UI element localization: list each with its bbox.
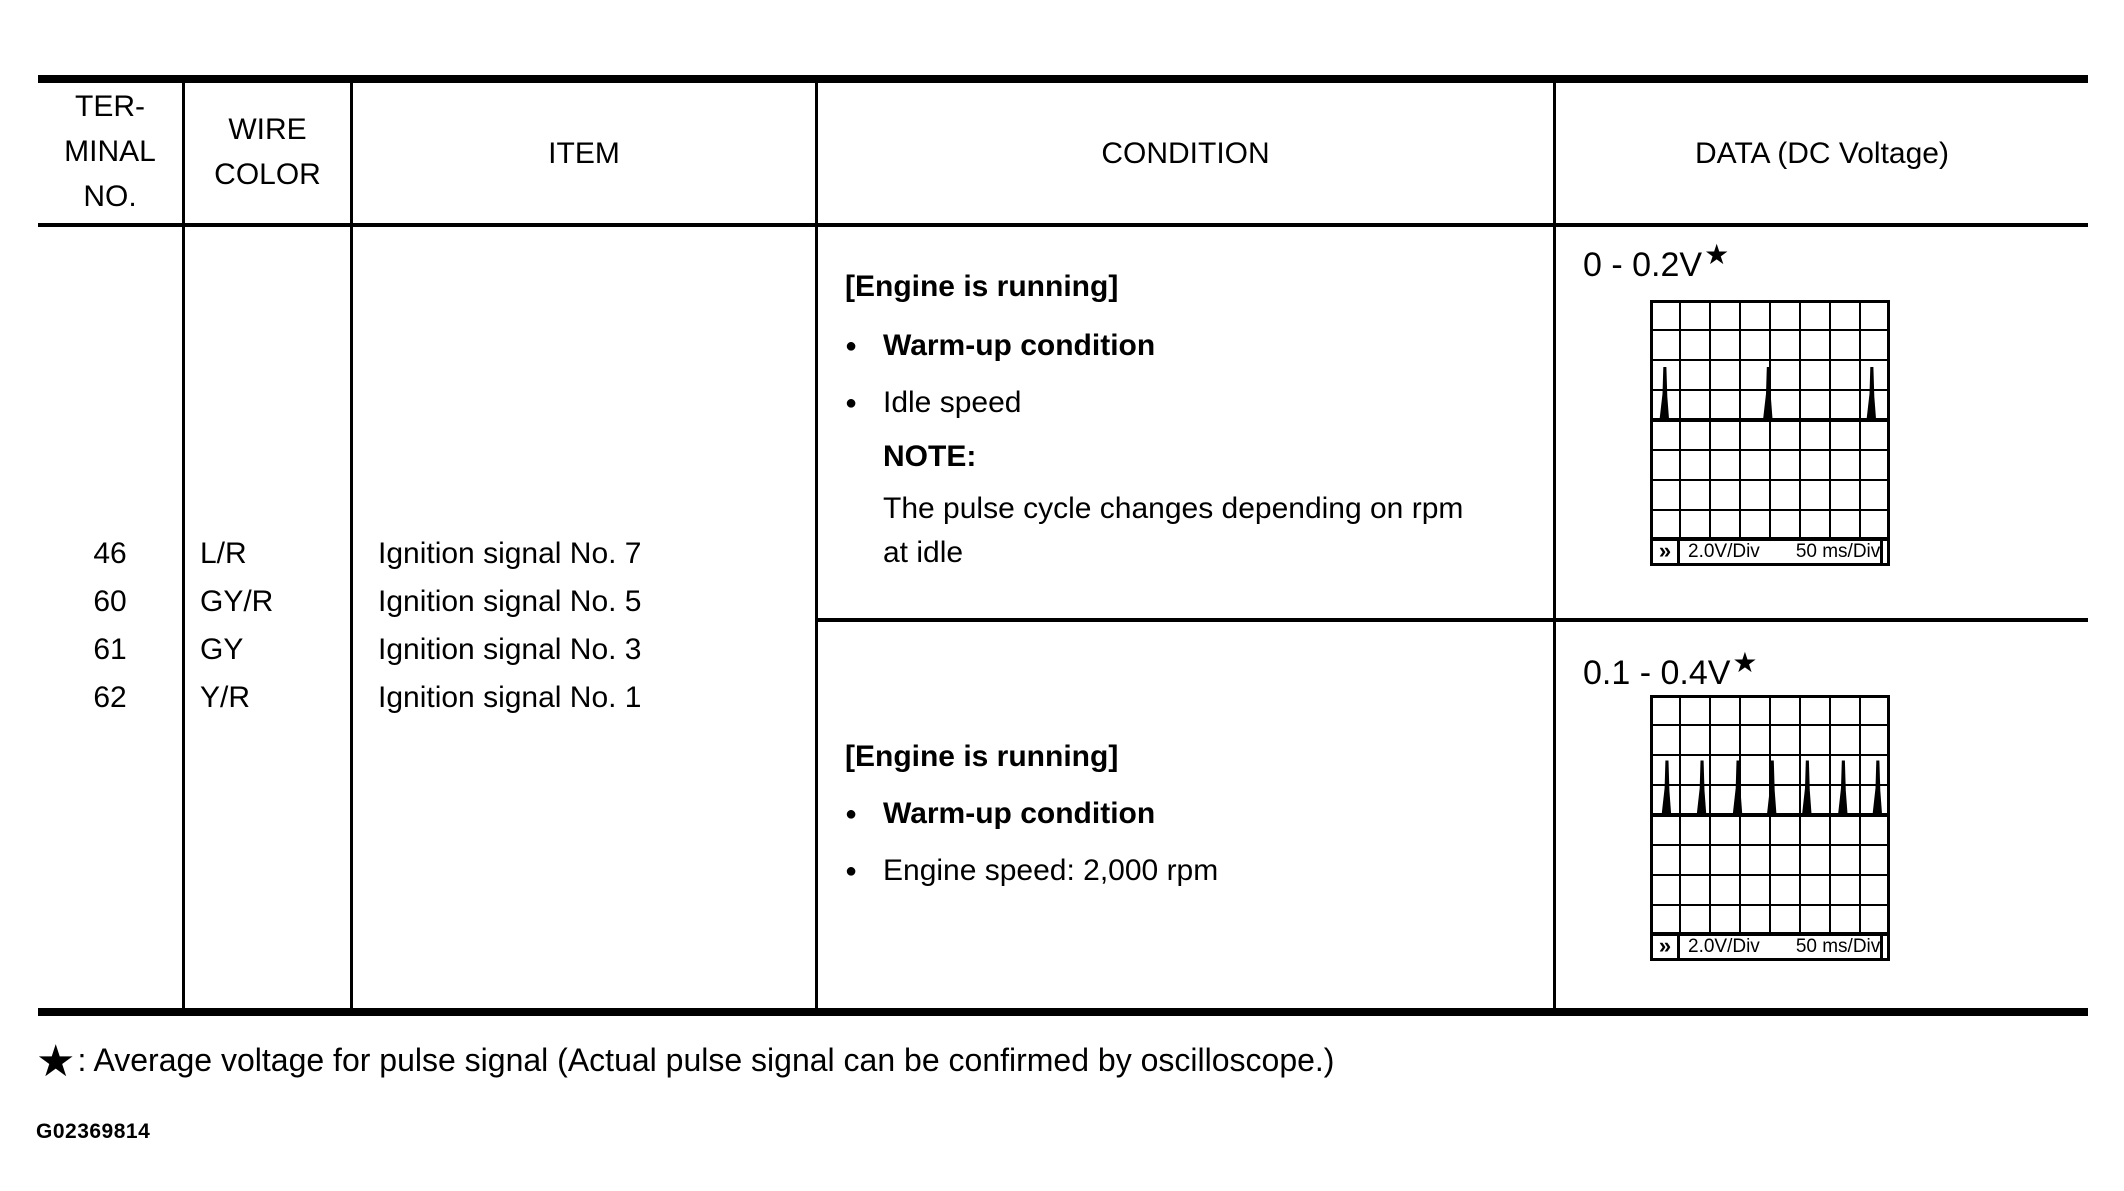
condition2-bullet-2: ● Engine speed: 2,000 rpm — [845, 854, 1218, 888]
terminal-numbers: 46 60 61 62 — [93, 537, 127, 714]
star-icon: ★ — [1732, 647, 1758, 678]
footnote-text: : Average voltage for pulse signal (Actu… — [77, 1042, 1335, 1078]
fast-forward-icon: » — [1653, 540, 1680, 563]
scope1-volts-per-div: 2.0V/Div — [1688, 541, 1760, 562]
condition2-bullet-1: ● Warm-up condition — [845, 797, 1155, 831]
voltage-value-1: 0 - 0.2V★ — [1583, 238, 1729, 285]
scope2-time-per-div: 50 ms/Div — [1795, 936, 1881, 957]
scope-grid-2 — [1650, 695, 1890, 935]
scope-readout-bar-2: » 2.0V/Div 50 ms/Div — [1650, 933, 1890, 961]
table-row-separator — [815, 618, 2088, 622]
wire-colors: L/R GY/R GY Y/R — [200, 537, 274, 714]
star-icon: ★ — [1704, 239, 1730, 270]
bullet-icon: ● — [845, 335, 858, 357]
scope-grid-1 — [1650, 300, 1890, 540]
col-header-item: ITEM — [548, 137, 620, 170]
voltage-value-2: 0.1 - 0.4V★ — [1583, 646, 1758, 693]
table-border-bottom — [38, 1008, 2088, 1016]
figure-id: G02369814 — [36, 1120, 151, 1143]
condition1-bullet-1: ● Warm-up condition — [845, 329, 1155, 363]
scope-readout-bar-1: » 2.0V/Div 50 ms/Div — [1650, 538, 1890, 566]
condition1-bullet-2: ● Idle speed — [845, 386, 1021, 420]
column-divider-wire-item — [350, 83, 353, 1008]
condition2-bullet-1-text: Warm-up condition — [883, 797, 1156, 830]
condition1-note-text: The pulse cycle changes depending on rpm… — [883, 492, 1464, 569]
oscilloscope-waveform-1: » 2.0V/Div 50 ms/Div — [1650, 300, 1890, 566]
scope2-volts-per-div: 2.0V/Div — [1688, 936, 1760, 957]
col-header-terminal-no: TER- MINAL NO. — [64, 90, 156, 213]
fast-forward-icon: » — [1653, 935, 1680, 958]
condition1-state: [Engine is running] — [845, 270, 1119, 303]
table-border-top — [38, 75, 2088, 83]
bullet-icon: ● — [845, 392, 858, 414]
column-divider-terminal-wire — [182, 83, 185, 1008]
voltage-value-2-text: 0.1 - 0.4V — [1583, 654, 1731, 692]
col-header-data: DATA (DC Voltage) — [1695, 137, 1949, 170]
condition1-note-label: NOTE: — [883, 440, 977, 473]
condition2-state: [Engine is running] — [845, 740, 1119, 773]
footnote: ★: Average voltage for pulse signal (Act… — [36, 1040, 1335, 1084]
table-header-separator — [38, 223, 2088, 227]
item-labels: Ignition signal No. 7 Ignition signal No… — [378, 537, 642, 714]
scope-end-box — [1880, 936, 1907, 958]
oscilloscope-waveform-2: » 2.0V/Div 50 ms/Div — [1650, 695, 1890, 961]
bullet-icon: ● — [845, 803, 858, 825]
voltage-value-1-text: 0 - 0.2V — [1583, 246, 1703, 284]
condition2-bullet-2-text: Engine speed: 2,000 rpm — [883, 854, 1219, 887]
bullet-icon: ● — [845, 860, 858, 882]
condition1-bullet-1-text: Warm-up condition — [883, 329, 1156, 362]
col-header-condition: CONDITION — [1101, 137, 1270, 170]
column-divider-item-condition — [815, 83, 818, 1008]
col-header-wire-color: WIRE COLOR — [214, 113, 321, 191]
scope-end-box — [1880, 541, 1907, 563]
scope1-time-per-div: 50 ms/Div — [1795, 541, 1881, 562]
star-icon: ★ — [36, 1037, 76, 1086]
column-divider-condition-data — [1553, 83, 1556, 1008]
condition1-bullet-2-text: Idle speed — [883, 386, 1022, 419]
